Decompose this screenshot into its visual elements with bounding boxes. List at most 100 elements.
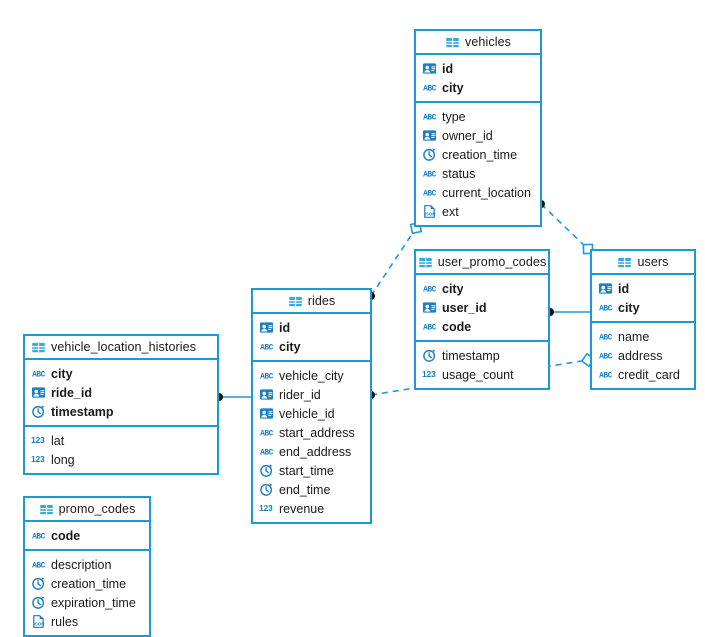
svg-text:ABC: ABC [423,324,436,333]
abc-icon: ABC [423,324,437,333]
table-header-rides[interactable]: rides [253,290,370,314]
field-row[interactable]: timestamp [25,402,217,421]
svg-text:ABC: ABC [599,305,612,314]
field-name: user_id [442,300,487,315]
field-row[interactable]: creation_time [25,574,149,593]
svg-text:ABC: ABC [423,286,436,295]
abc-icon: ABC [32,371,46,380]
relationship-user_promo_codes-to-users[interactable] [546,308,590,316]
field-row[interactable]: start_time [253,461,370,480]
svg-text:ABC: ABC [260,430,273,439]
field-name: timestamp [442,348,500,363]
field-row[interactable]: vehicle_id [253,404,370,423]
abc-icon: ABC [423,286,437,295]
svg-text:ABC: ABC [423,190,436,199]
clock-icon [32,577,45,590]
field-name: usage_count [442,367,514,382]
table-header-users[interactable]: users [592,251,694,275]
abc-icon: ABC [423,171,437,180]
field-name: revenue [279,501,325,516]
key-id-icon [259,322,274,333]
field-name: city [51,366,73,381]
abc-icon: ABC [32,562,46,571]
field-row[interactable]: ABC current_location [416,183,540,202]
field-name: rules [51,614,79,629]
field-row[interactable]: owner_id [416,126,540,145]
key-id-icon [422,63,437,74]
table-grid-icon [288,296,302,306]
field-row[interactable]: timestamp [416,346,548,365]
table-grid-icon [39,504,53,514]
field-name: start_time [279,463,334,478]
field-name: vehicle_city [279,368,344,383]
clock-icon [32,405,45,418]
table-title: users [637,255,669,269]
field-row[interactable]: user_id [416,298,548,317]
abc-icon: ABC [599,334,613,343]
field-row[interactable]: rider_id [253,385,370,404]
abc-icon: ABC [32,533,46,542]
table-header-vehicles[interactable]: vehicles [416,31,540,55]
field-row[interactable]: end_time [253,480,370,499]
table-header-promo_codes[interactable]: promo_codes [25,498,149,522]
table-header-vehicle_location_histories[interactable]: vehicle_location_histories [25,336,217,360]
field-row[interactable]: creation_time [416,145,540,164]
field-row[interactable]: ABC city [25,364,217,383]
field-name: ext [442,204,459,219]
field-row[interactable]: expiration_time [25,593,149,612]
field-row[interactable]: ABC city [592,298,694,317]
field-row[interactable]: id [253,318,370,337]
field-name: end_time [279,482,331,497]
abc-icon: ABC [260,344,274,353]
field-name: city [618,300,640,315]
field-row[interactable]: id [592,279,694,298]
field-name: credit_card [618,367,680,382]
edge-line [540,203,589,250]
svg-text:ABC: ABC [32,371,45,380]
field-name: expiration_time [51,595,136,610]
relationship-vehicle_location_histories-to-rides[interactable] [215,393,251,401]
table-header-user_promo_codes[interactable]: user_promo_codes [416,251,548,275]
svg-text:ABC: ABC [599,334,612,343]
field-name: current_location [442,185,531,200]
number-icon: 123 [31,435,45,445]
relationship-vehicles-to-users[interactable] [537,200,594,255]
abc-icon: ABC [260,449,274,458]
table-grid-icon [418,257,432,267]
field-row[interactable]: ride_id [25,383,217,402]
clock-icon [423,349,436,362]
field-name: creation_time [51,576,127,591]
svg-text:ABC: ABC [423,114,436,123]
field-row[interactable]: id [416,59,540,78]
